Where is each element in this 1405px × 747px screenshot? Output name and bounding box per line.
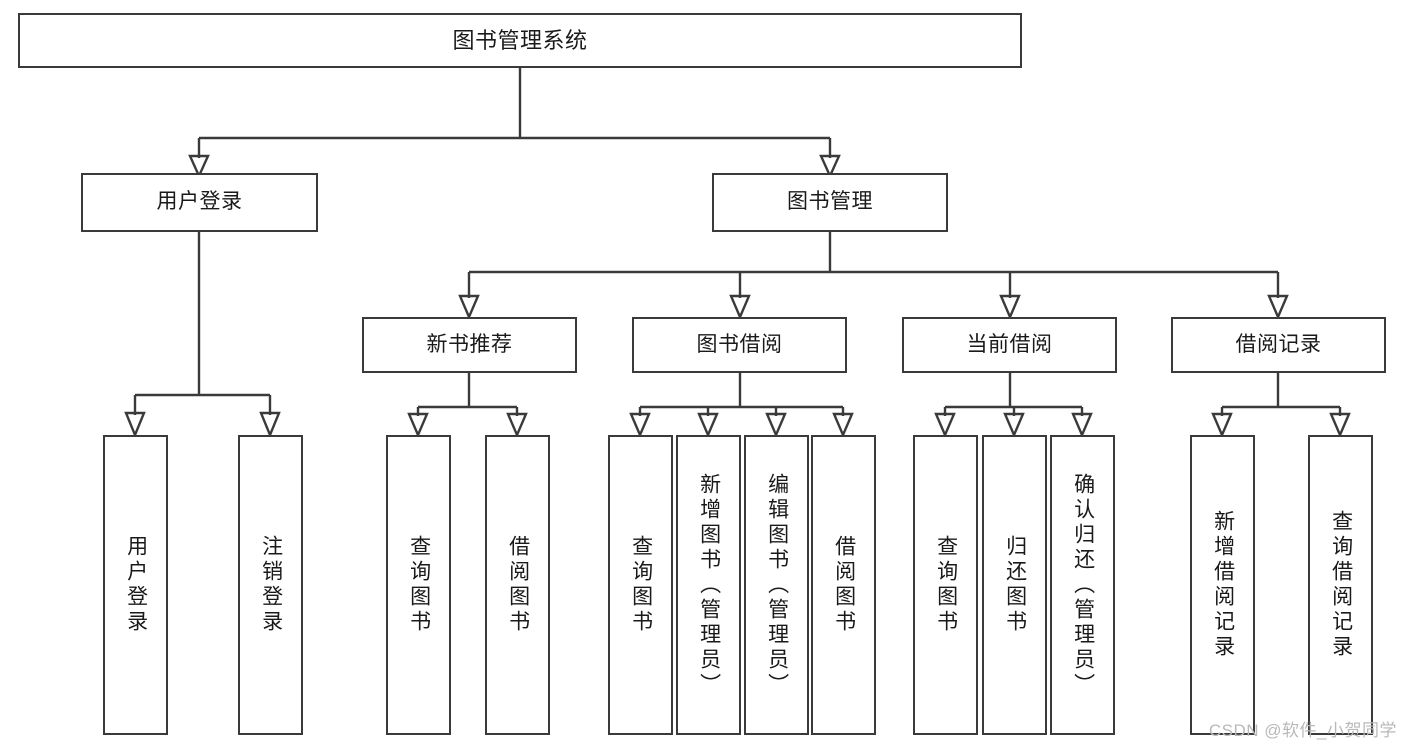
node-label: 借阅图书: [506, 535, 530, 635]
leaf-current-query-book[interactable]: 查询图书: [913, 435, 978, 735]
node-label: 归还图书: [1003, 535, 1027, 635]
leaf-borrow-edit-book[interactable]: 编辑图书（管理员）: [744, 435, 809, 735]
node-label: 新增借阅记录: [1211, 510, 1235, 660]
node-borrow-records[interactable]: 借阅记录: [1171, 317, 1386, 373]
leaf-records-query-record[interactable]: 查询借阅记录: [1308, 435, 1373, 735]
node-label: 借阅图书: [832, 535, 856, 635]
node-label: 查询图书: [934, 535, 958, 635]
csdn-watermark: CSDN @软件_小贺同学: [1208, 721, 1397, 740]
node-label: 注销登录: [259, 535, 283, 635]
node-user-login[interactable]: 用户登录: [81, 173, 318, 232]
leaf-borrow-borrow-book[interactable]: 借阅图书: [811, 435, 876, 735]
leaf-borrow-query-book[interactable]: 查询图书: [608, 435, 673, 735]
node-label: 图书管理: [787, 190, 873, 214]
node-label: 查询借阅记录: [1329, 510, 1353, 660]
node-label: 查询图书: [407, 535, 431, 635]
node-label: 用户登录: [124, 535, 148, 635]
node-label: 借阅记录: [1235, 332, 1322, 356]
node-label: 新书推荐: [426, 332, 513, 356]
leaf-user-login-signin[interactable]: 用户登录: [103, 435, 168, 735]
leaf-new-book-borrow[interactable]: 借阅图书: [485, 435, 550, 735]
node-label: 编辑图书（管理员）: [765, 472, 789, 698]
node-current-borrow[interactable]: 当前借阅: [902, 317, 1117, 373]
node-label: 确认归还（管理员）: [1071, 472, 1095, 698]
leaf-new-book-query[interactable]: 查询图书: [386, 435, 451, 735]
node-label: 当前借阅: [966, 332, 1053, 356]
leaf-records-add-record[interactable]: 新增借阅记录: [1190, 435, 1255, 735]
node-label: 查询图书: [629, 535, 653, 635]
node-label: 图书借阅: [696, 332, 783, 356]
node-book-management[interactable]: 图书管理: [712, 173, 948, 232]
leaf-borrow-add-book[interactable]: 新增图书（管理员）: [676, 435, 741, 735]
node-label: 图书管理系统: [452, 27, 588, 53]
leaf-current-confirm-return[interactable]: 确认归还（管理员）: [1050, 435, 1115, 735]
node-book-borrow[interactable]: 图书借阅: [632, 317, 847, 373]
node-label: 用户登录: [156, 190, 243, 214]
node-new-book-recommend[interactable]: 新书推荐: [362, 317, 577, 373]
leaf-current-return-book[interactable]: 归还图书: [982, 435, 1047, 735]
node-label: 新增图书（管理员）: [697, 472, 721, 698]
node-root-system[interactable]: 图书管理系统: [18, 13, 1022, 68]
leaf-user-login-signout[interactable]: 注销登录: [238, 435, 303, 735]
